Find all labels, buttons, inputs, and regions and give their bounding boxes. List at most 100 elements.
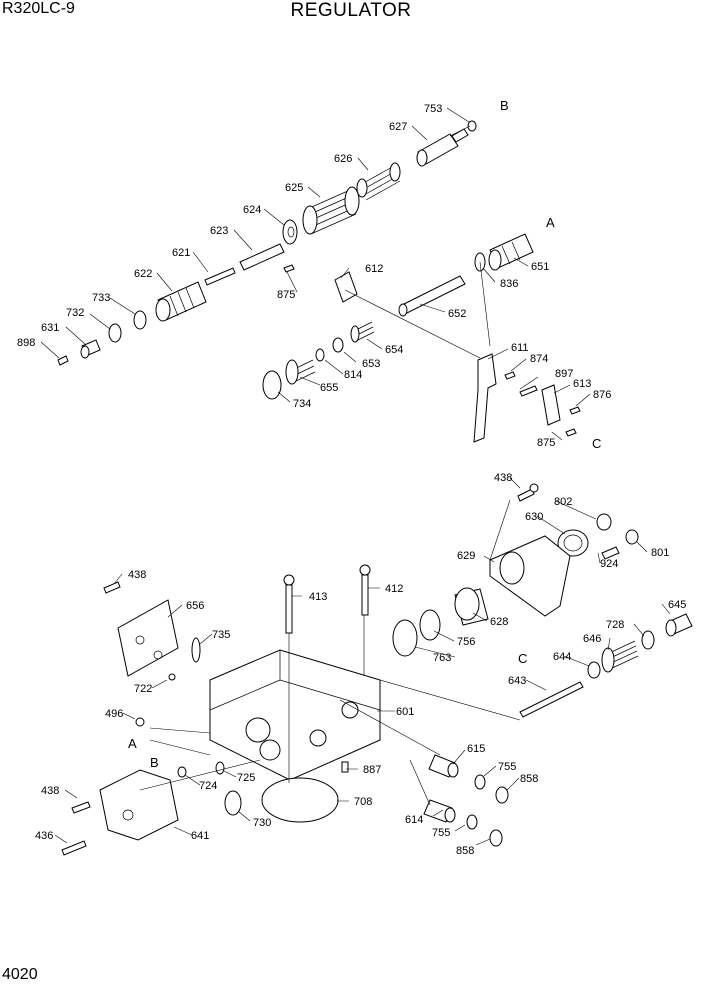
ref-letter: A: [128, 736, 137, 751]
part-611-lever: [473, 353, 497, 443]
part-814-ring: [315, 348, 325, 362]
callout-label: 629: [457, 550, 475, 562]
part-412-head: [359, 564, 371, 576]
callout-label: 724: [199, 780, 217, 792]
part-730-oring: [224, 790, 242, 816]
callout-label: 613: [573, 378, 591, 390]
model-code: R320LC-9: [2, 0, 75, 17]
callout-label: 627: [389, 121, 407, 133]
callout-label: 643: [508, 675, 526, 687]
page-title: REGULATOR: [290, 0, 412, 21]
part-756-oring: [419, 609, 441, 641]
part-655-spring: [285, 359, 316, 385]
callout-label: 763: [433, 652, 451, 664]
ref-letter: C: [592, 436, 601, 451]
callout-label: 728: [606, 619, 624, 631]
part-725-oring: [215, 761, 225, 775]
callout-label: 755: [432, 827, 450, 839]
part-438-bolt-lower: [71, 801, 91, 814]
callout-labels: 753 627 626 625 624 623 621 622 733 732 …: [17, 98, 686, 857]
callout-label: 438: [494, 472, 512, 484]
part-436-bolt: [61, 840, 87, 856]
part-438-bolt-left: [103, 581, 121, 594]
part-898-plug: [57, 355, 69, 366]
callout-label: 641: [191, 830, 209, 842]
part-651-sleeve: [488, 233, 534, 271]
page-number: 4020: [2, 966, 38, 983]
callout-label: 622: [134, 268, 152, 280]
callout-label: 612: [365, 263, 383, 275]
callout-label: 755: [498, 761, 516, 773]
part-627-piston: [416, 128, 469, 167]
part-438-bolt-top: [517, 483, 539, 502]
callout-label: 814: [344, 369, 362, 381]
leader-lines: [40, 107, 671, 846]
callout-label: 626: [334, 153, 352, 165]
part-623-rod: [239, 243, 285, 271]
part-652-spool: [398, 275, 466, 317]
callout-label: 628: [490, 616, 508, 628]
part-613-lever: [541, 384, 561, 426]
ref-letter: C: [518, 651, 527, 666]
callout-label: 897: [555, 368, 573, 380]
callout-label: 496: [105, 708, 123, 720]
part-801-nut: [625, 529, 639, 545]
part-621-pin: [204, 267, 236, 286]
part-732-oring: [108, 323, 122, 343]
callout-label: 623: [210, 225, 228, 237]
part-615-plug: [428, 754, 459, 778]
part-887-plug: [341, 761, 349, 773]
callout-label: 875: [277, 289, 295, 301]
part-625-spring: [302, 186, 360, 235]
callout-label: 621: [172, 247, 190, 259]
part-624-seat: [282, 219, 298, 245]
callout-label: 708: [354, 796, 372, 808]
callout-label: 611: [511, 342, 529, 354]
callout-label: 631: [41, 322, 59, 334]
callout-label: 733: [92, 292, 110, 304]
callout-label: 614: [405, 814, 423, 826]
part-753-oring: [467, 120, 477, 132]
part-614-plug: [423, 799, 456, 823]
callout-label: 654: [385, 344, 403, 356]
part-612-lever: [334, 271, 358, 303]
callout-label: 801: [651, 547, 669, 559]
callout-label: 802: [554, 496, 572, 508]
callout-label: 734: [293, 398, 311, 410]
callout-label: 735: [212, 629, 230, 641]
part-735-oring: [191, 637, 201, 663]
part-601-body: [209, 649, 381, 781]
callout-label: 601: [396, 706, 414, 718]
ref-letter: B: [150, 755, 159, 770]
callout-label: 625: [285, 182, 303, 194]
part-734-oring: [262, 370, 282, 400]
callout-label: 653: [362, 358, 380, 370]
part-875-pin: [283, 264, 295, 273]
callout-label: 887: [363, 764, 381, 776]
callout-label: 874: [530, 353, 548, 365]
callout-label: 630: [525, 511, 543, 523]
callout-label: 615: [467, 743, 485, 755]
callout-label: 730: [253, 817, 271, 829]
callout-label: 858: [456, 845, 474, 857]
callout-label: 656: [186, 600, 204, 612]
part-858-ring-a: [495, 786, 509, 804]
part-628-plug: [454, 587, 489, 626]
part-875b-pin: [565, 428, 577, 437]
part-656-cover: [117, 599, 179, 677]
part-722-oring: [168, 673, 176, 681]
callout-label: 725: [237, 772, 255, 784]
callout-label: 875: [537, 437, 555, 449]
part-413-bolt: [285, 584, 293, 634]
callout-label: 858: [520, 773, 538, 785]
callout-label: 836: [500, 278, 518, 290]
part-641-cover: [99, 769, 179, 841]
part-496-plug: [135, 717, 145, 727]
part-626-spring: [356, 162, 401, 201]
callout-label: 644: [553, 651, 571, 663]
ref-letter: B: [500, 98, 509, 113]
part-802-nut: [596, 513, 612, 531]
part-644-seat: [587, 661, 601, 679]
ref-letter: A: [546, 215, 555, 230]
